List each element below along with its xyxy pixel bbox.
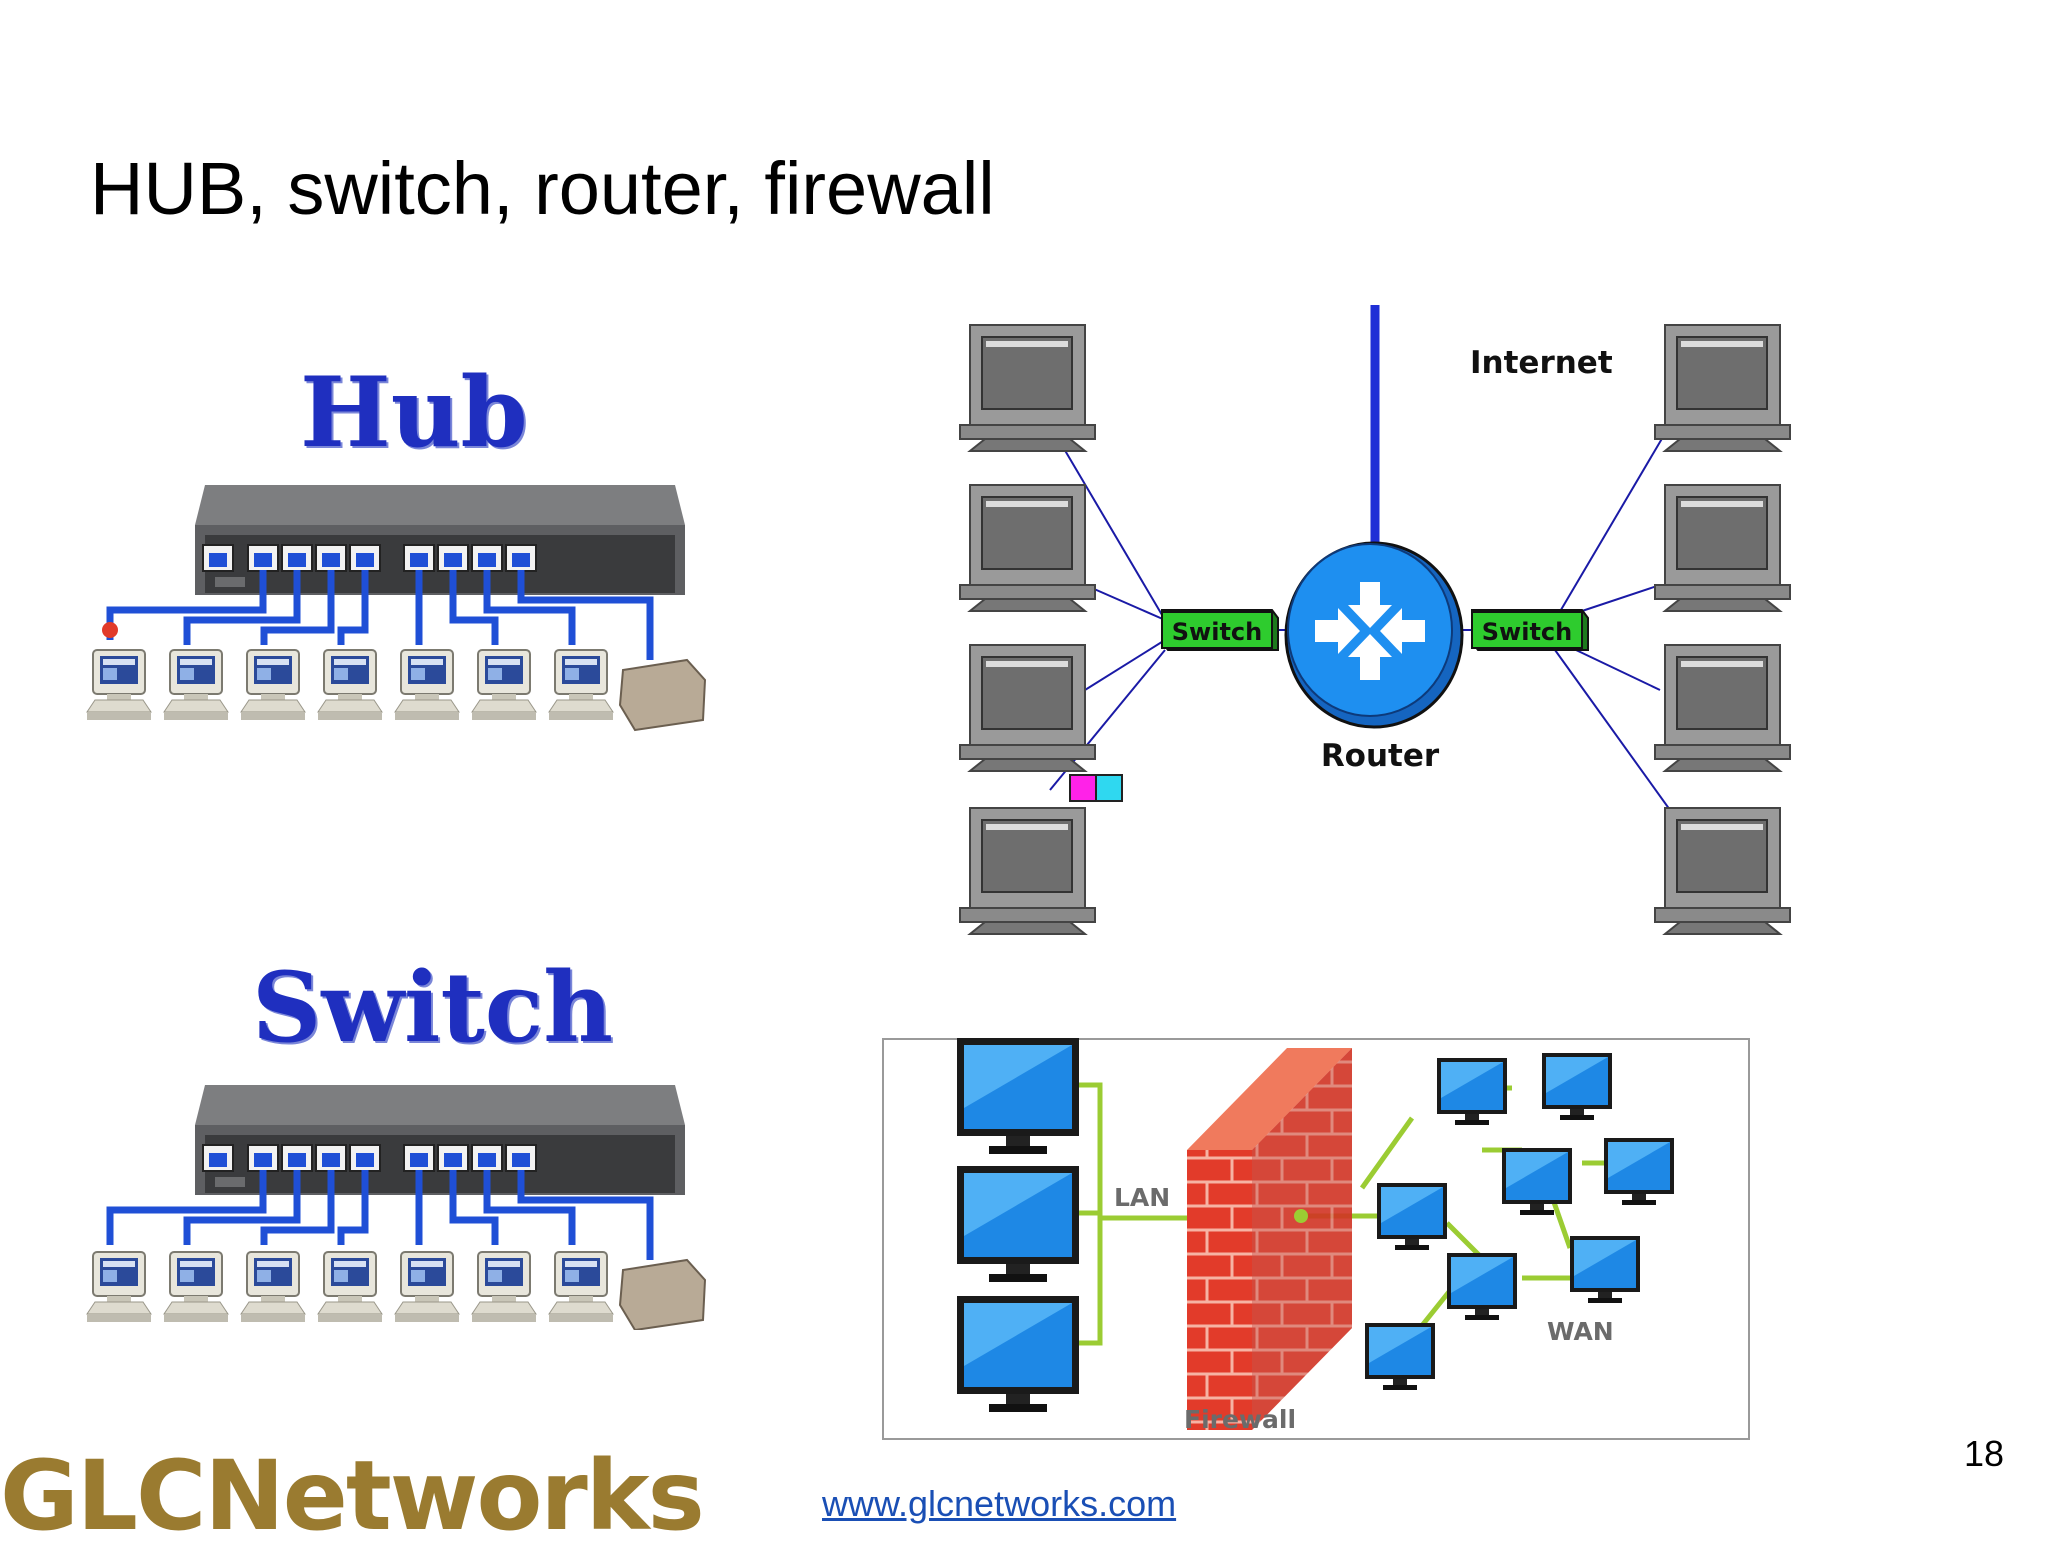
slide-title: HUB, switch, router, firewall bbox=[90, 147, 995, 230]
hub-diagram bbox=[86, 485, 707, 732]
router-label: Router bbox=[1321, 738, 1440, 774]
internet-label: Internet bbox=[1470, 345, 1613, 381]
website-link[interactable]: www.glcnetworks.com bbox=[822, 1483, 1177, 1524]
wan-label: WAN bbox=[1547, 1317, 1614, 1346]
page-number: 18 bbox=[1963, 1433, 2004, 1474]
computer-icon bbox=[959, 644, 1096, 772]
firewall-icon bbox=[1187, 1048, 1352, 1430]
right-switch-icon bbox=[1471, 609, 1589, 651]
printer-icon bbox=[618, 658, 707, 732]
printer-icon bbox=[618, 1258, 707, 1330]
hub-label: Hub bbox=[300, 356, 528, 469]
hub-device bbox=[195, 485, 685, 595]
computer-icon bbox=[959, 324, 1096, 452]
brand-logo: GLCNetworks bbox=[0, 1440, 705, 1552]
right-switch-label: Switch bbox=[1482, 618, 1572, 646]
firewall-diagram: LAN WAN Firewall bbox=[882, 1038, 1750, 1440]
switch-device bbox=[195, 1085, 685, 1195]
computer-icon bbox=[959, 807, 1096, 935]
computer-icon bbox=[959, 484, 1096, 612]
switch-diagram bbox=[86, 1085, 707, 1330]
firewall-label: Firewall bbox=[1184, 1405, 1296, 1434]
computer-icon bbox=[1654, 644, 1791, 772]
router-icon bbox=[1284, 541, 1464, 729]
switch-label: Switch bbox=[252, 951, 614, 1064]
lan-label: LAN bbox=[1114, 1183, 1170, 1212]
computer-icon bbox=[1654, 324, 1791, 452]
computer-icon bbox=[1654, 807, 1791, 935]
left-switch-icon bbox=[1161, 609, 1279, 651]
computer-icon bbox=[1654, 484, 1791, 612]
left-switch-label: Switch bbox=[1172, 618, 1262, 646]
router-diagram: Switch Switch Internet Router bbox=[959, 305, 1791, 935]
